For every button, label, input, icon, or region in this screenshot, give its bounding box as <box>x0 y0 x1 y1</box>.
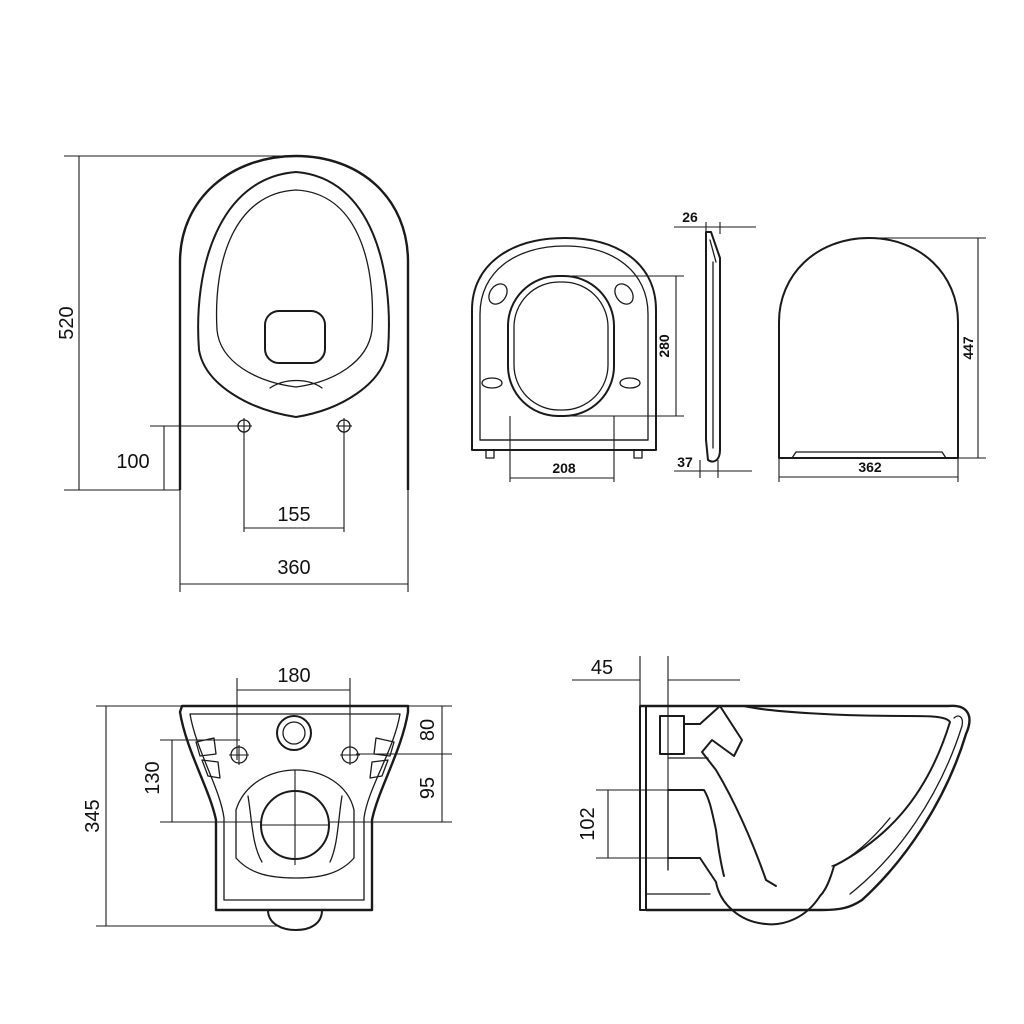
rear-view: 345 180 130 80 95 <box>82 665 452 931</box>
rear-pad-left <box>195 737 221 779</box>
dim-label-180: 180 <box>277 665 310 687</box>
bowl-top-view: 520 100 155 360 <box>56 154 410 592</box>
dim-label-100: 100 <box>116 451 149 473</box>
seat-profile-shape <box>705 231 721 463</box>
dim-label-102: 102 <box>577 807 599 840</box>
dim-label-26: 26 <box>682 209 698 225</box>
bowl-flush-arc <box>269 379 323 389</box>
seat-opening <box>507 275 615 417</box>
dim-label-520: 520 <box>56 306 78 339</box>
seat-opening-inner <box>513 281 609 411</box>
rear-bowl-contour <box>235 769 355 879</box>
seat-side-profile: 26 37 <box>674 209 756 478</box>
bowl-rim-inner <box>215 189 374 388</box>
seat-bumper-bottom-right <box>619 377 641 389</box>
seat-top-view: 280 208 <box>471 237 684 482</box>
side-outlet-pipe <box>667 789 725 877</box>
seat-hinge-strip <box>485 449 643 459</box>
rear-water-inlet <box>276 715 312 751</box>
dim-label-345: 345 <box>82 799 104 832</box>
rear-outline <box>178 704 410 912</box>
side-inlet-block <box>659 715 685 755</box>
rear-pad-right <box>369 737 395 779</box>
bowl-outline <box>178 154 410 490</box>
seat-outline <box>471 237 657 451</box>
lid-top-view: 447 362 <box>778 237 986 482</box>
dim-label-447: 447 <box>960 336 976 360</box>
lid-hinge-notch <box>791 451 947 459</box>
dim-label-95: 95 <box>417 777 439 799</box>
dim-label-80: 80 <box>417 719 439 741</box>
dim-label-208: 208 <box>552 460 576 476</box>
bowl-outlet <box>264 310 326 364</box>
bowl-rim-outer <box>197 171 390 418</box>
side-bowl-cavity <box>667 705 951 926</box>
rear-inner-outline <box>189 713 401 901</box>
side-section-view: 45 102 <box>572 656 971 926</box>
side-wall-plate <box>639 705 647 911</box>
seat-bumper-bottom-left <box>481 377 503 389</box>
dim-label-37: 37 <box>677 454 693 470</box>
dim-label-130: 130 <box>142 761 164 794</box>
lid-outline <box>778 237 959 459</box>
side-body-outer <box>640 704 971 912</box>
seat-bumper-top-right <box>614 283 634 305</box>
dim-label-362: 362 <box>858 459 882 475</box>
dim-label-45: 45 <box>591 657 613 679</box>
seat-bumper-top-left <box>488 283 508 305</box>
dim-label-155: 155 <box>277 504 310 526</box>
rear-bottom-cap <box>267 909 323 931</box>
seat-inner-rim <box>479 245 649 441</box>
side-flush-channel <box>683 705 777 887</box>
dim-label-360: 360 <box>277 557 310 579</box>
dim-label-280: 280 <box>656 334 672 358</box>
